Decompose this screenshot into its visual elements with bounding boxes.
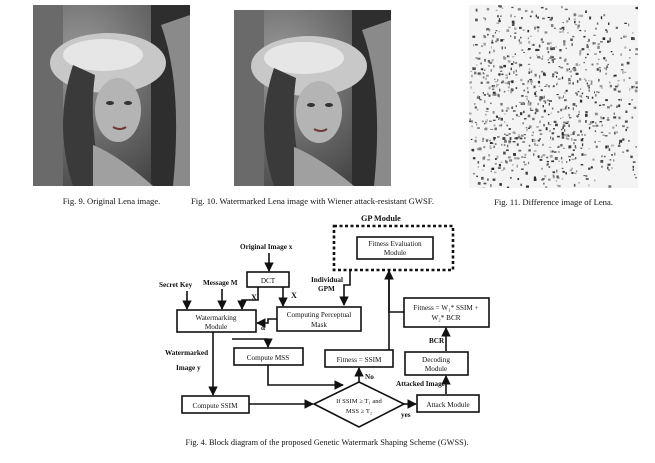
fitness-formula-line1: Fitness = W₁* SSIM + [413, 304, 478, 312]
watermarking-label-2: Module [205, 323, 227, 331]
watermarked-lena-image [234, 10, 391, 186]
individual-gpm-label-1: Individual [311, 276, 343, 284]
fitness-evaluation-label-2: Module [384, 249, 406, 257]
perceptual-mask-label-1: Computing Perceptual [287, 311, 351, 319]
original-image-label: Original Image x [240, 243, 293, 251]
alpha-label: α [261, 324, 265, 332]
fig11-caption: Fig. 11. Difference image of Lena. [494, 197, 613, 207]
watermarking-module-box [176, 309, 257, 333]
x-label-1: X [251, 293, 257, 302]
yes-label: yes [401, 411, 411, 419]
fitness-formula-line2: W₂* BCR [431, 314, 460, 322]
secret-key-label: Secret Key [159, 281, 193, 289]
decoding-label-1: Decoding [422, 356, 450, 364]
fig10-caption: Fig. 10. Watermarked Lena image with Wie… [190, 196, 435, 206]
arrow-formula-to-gp [384, 270, 404, 313]
decision-label-2: MSS ≥ T₂ [346, 408, 372, 415]
message-label: Message M [203, 279, 238, 287]
attack-module-box [416, 394, 480, 413]
fitness-formula-box [403, 297, 490, 328]
decision-label-1: If SSIM ≥ T₁ and [336, 398, 382, 405]
no-label: No [365, 373, 374, 381]
fitness-evaluation-box [356, 236, 434, 260]
arrow-dct-to-watermarking [237, 287, 259, 310]
arrow-mask-to-watermarking [256, 318, 277, 328]
bcr-label: BCR [429, 337, 445, 345]
original-lena-image [33, 5, 190, 186]
gp-module-title: GP Module [361, 214, 401, 223]
fitness-ssim-box [324, 349, 394, 368]
fig4-caption: Fig. 4. Block diagram of the proposed Ge… [185, 438, 468, 447]
arrow-gpm-to-mask [339, 270, 351, 306]
x-label-2: X [291, 291, 297, 300]
original-image-text: Original Image [240, 243, 289, 251]
compute-mss-label: Compute MSS [247, 354, 290, 362]
watermarked-image-label-2: Image y [176, 364, 201, 372]
fig9-caption: Fig. 9. Original Lena image. [62, 196, 161, 206]
decision-diamond [312, 381, 406, 428]
perceptual-mask-box [276, 306, 362, 332]
fitness-ssim-label: Fitness = SSIM [337, 356, 382, 364]
watermarking-label-1: Watermarking [196, 314, 237, 322]
attack-module-label: Attack Module [426, 401, 469, 409]
original-image-var: x [289, 243, 293, 251]
watermarked-image-label-1: Watermarked [165, 349, 208, 357]
decoding-module-box [404, 351, 469, 376]
dct-box [246, 271, 290, 288]
individual-gpm-label-2: GPM [318, 285, 335, 293]
dct-label: DCT [261, 277, 276, 285]
difference-image [469, 5, 640, 191]
compute-ssim-label: Compute SSIM [193, 402, 239, 410]
decoding-label-2: Module [425, 365, 447, 373]
gp-module-box [332, 224, 455, 272]
arrow-mss-to-decision [267, 365, 344, 390]
fitness-evaluation-label-1: Fitness Evaluation [368, 240, 422, 248]
attacked-image-label: Attacked Image [396, 380, 445, 388]
perceptual-mask-label-2: Mask [311, 321, 327, 329]
